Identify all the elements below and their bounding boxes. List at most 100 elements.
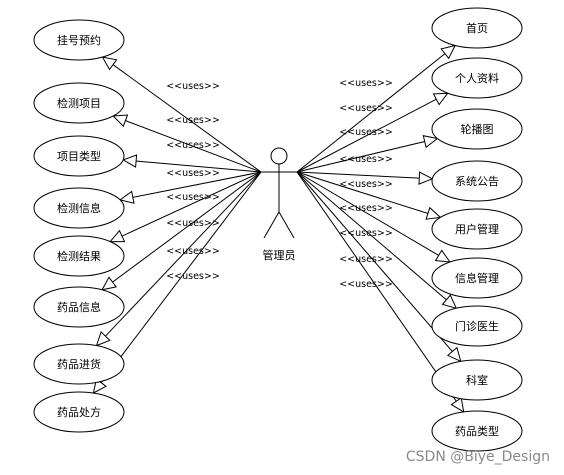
arrowhead [95, 331, 111, 347]
association-left-4 [109, 171, 262, 243]
use-case-right-1: 个人资料 [431, 57, 523, 99]
arrowhead [118, 190, 135, 204]
use-case-left-2: 项目类型 [33, 135, 125, 177]
stereotype-label-left-5: <<uses>> [166, 218, 220, 229]
arrowhead [441, 294, 458, 310]
arrowhead [450, 396, 465, 413]
use-case-ellipse [431, 108, 523, 150]
association-right-0 [296, 44, 457, 173]
stereotype-label-right-6: <<uses>> [339, 228, 393, 239]
association-line [296, 45, 456, 173]
use-case-left-3: 检测信息 [33, 187, 125, 229]
use-case-right-6: 门诊医生 [431, 305, 523, 347]
use-case-left-5: 药品信息 [33, 286, 125, 328]
association-line [296, 171, 441, 218]
association-line [101, 171, 262, 291]
use-case-label: 检测结果 [57, 249, 101, 263]
use-case-ellipse [33, 343, 125, 385]
association-left-1 [112, 114, 262, 173]
association-right-1 [296, 92, 449, 173]
stereotype-label-right-7: <<uses>> [339, 254, 393, 265]
use-case-right-7: 科室 [431, 359, 523, 401]
watermark-text: CSDN @Biye_Design [406, 449, 550, 465]
actor-right-leg [278, 211, 295, 239]
association-left-5 [101, 171, 262, 291]
association-right-5 [296, 171, 451, 263]
arrowhead [101, 276, 117, 291]
use-case-label: 门诊医生 [455, 319, 499, 333]
stereotype-label-right-0: <<uses>> [339, 78, 393, 89]
use-case-label: 药品处方 [57, 405, 101, 419]
use-case-right-2: 轮播图 [431, 108, 523, 150]
use-case-right-0: 首页 [431, 7, 523, 49]
stereotype-label-left-1: <<uses>> [166, 115, 220, 126]
association-left-6 [95, 171, 262, 347]
arrowhead [425, 206, 442, 220]
use-case-ellipse [431, 57, 523, 99]
association-line [92, 171, 262, 394]
stereotype-label-right-3: <<uses>> [339, 154, 393, 165]
stereotype-label-right-5: <<uses>> [339, 203, 393, 214]
association-left-0 [101, 56, 262, 173]
use-case-left-7: 药品处方 [33, 391, 125, 433]
use-case-ellipse [431, 208, 523, 250]
use-case-ellipse [33, 391, 125, 433]
arrowhead [422, 135, 439, 149]
stereotype-label-right-1: <<uses>> [339, 103, 393, 114]
association-line [296, 171, 457, 309]
association-line [296, 92, 449, 173]
arrowhead [440, 44, 457, 60]
arrowhead [432, 92, 449, 106]
association-line [102, 56, 262, 173]
use-case-right-5: 信息管理 [431, 257, 523, 299]
use-case-ellipse [431, 160, 523, 202]
actor-left-leg [263, 211, 280, 239]
use-case-label: 轮播图 [461, 122, 494, 136]
stereotype-label-left-3: <<uses>> [166, 168, 220, 179]
use-case-label: 项目类型 [57, 149, 101, 163]
stereotype-label-left-4: <<uses>> [166, 192, 220, 203]
use-case-left-1: 检测项目 [33, 82, 125, 124]
actor-head [270, 147, 288, 165]
stereotype-label-left-2: <<uses>> [166, 140, 220, 151]
use-case-label: 个人资料 [455, 71, 499, 85]
stereotype-label-right-4: <<uses>> [339, 179, 393, 190]
use-case-label: 首页 [466, 21, 488, 35]
arrowhead [101, 56, 118, 71]
use-case-ellipse [33, 19, 125, 61]
association-line [110, 171, 262, 243]
stereotype-label-left-7: <<uses>> [166, 271, 220, 282]
association-line [120, 171, 262, 201]
use-case-ellipse [33, 82, 125, 124]
use-case-right-8: 药品类型 [431, 410, 523, 452]
use-case-left-4: 检测结果 [33, 235, 125, 277]
use-case-ellipse [431, 7, 523, 49]
association-right-3 [296, 171, 434, 185]
association-line [296, 137, 438, 173]
actor-label: 管理员 [263, 248, 296, 262]
association-left-3 [118, 171, 262, 204]
use-case-ellipse [431, 305, 523, 347]
use-case-label: 药品信息 [57, 300, 101, 314]
arrowhead [112, 114, 129, 128]
association-right-2 [296, 135, 439, 173]
use-case-label: 挂号预约 [57, 33, 101, 47]
stereotype-label-right-2: <<uses>> [339, 127, 393, 138]
association-edges: <<uses>> <<uses>> <<uses>> <<uses>> <<uses>>… [92, 44, 465, 413]
association-line [123, 159, 262, 173]
use-case-label: 药品进货 [57, 357, 101, 371]
association-right-4 [296, 171, 442, 220]
association-left-2 [121, 154, 262, 173]
association-line [296, 171, 451, 263]
arrowhead [446, 346, 462, 363]
arrowhead [121, 154, 138, 168]
use-case-label: 信息管理 [455, 271, 499, 285]
use-case-ellipse [33, 187, 125, 229]
stereotype-label-right-8: <<uses>> [339, 279, 393, 290]
use-case-ellipse [431, 359, 523, 401]
stereotype-label-left-0: <<uses>> [166, 81, 220, 92]
use-case-ellipse [33, 235, 125, 277]
association-line [96, 171, 262, 346]
